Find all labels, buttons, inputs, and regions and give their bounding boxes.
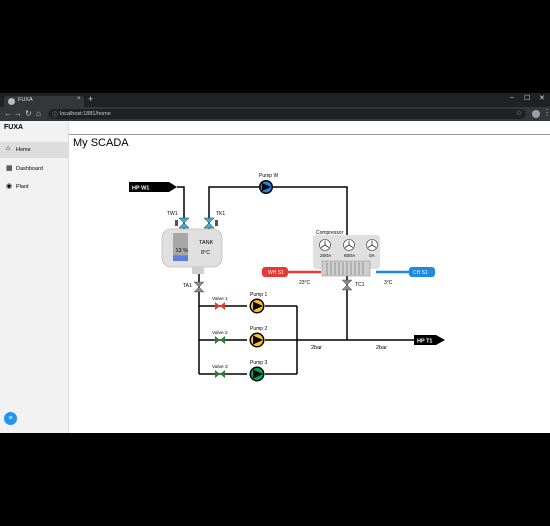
fan2-amp: 600A xyxy=(344,253,356,259)
valve1-label: Valve 1 xyxy=(212,296,228,302)
pump-w-label: Pump W xyxy=(259,173,278,179)
tank xyxy=(161,228,223,274)
ch-s1-tag xyxy=(409,267,435,277)
browser-menu-icon[interactable]: ⋮ xyxy=(543,108,550,117)
url-text[interactable]: localhost:1881/home xyxy=(60,111,111,117)
pressure2-label: 2bar xyxy=(376,345,387,351)
pump3[interactable] xyxy=(249,366,265,382)
favicon-icon xyxy=(8,98,15,105)
close-window-icon[interactable]: ✕ xyxy=(539,95,545,102)
pipe-pumpw-compressor xyxy=(273,186,348,238)
pump-w[interactable] xyxy=(259,180,273,194)
tab-bar: FUXA × + – ☐ ✕ xyxy=(0,93,550,107)
tab-close-icon[interactable]: × xyxy=(77,96,81,102)
new-tab-button[interactable]: + xyxy=(88,94,94,104)
valve1[interactable] xyxy=(215,302,225,310)
valve3[interactable] xyxy=(215,370,225,378)
hp-t1-tag xyxy=(414,335,445,345)
page-title: My SCADA xyxy=(73,137,129,149)
forward-icon[interactable]: → xyxy=(14,109,22,118)
valve3-label: Valve 3 xyxy=(212,364,228,370)
url-bar[interactable]: ⓘ localhost:1881/home ☆ xyxy=(48,109,526,119)
valve2[interactable] xyxy=(215,336,225,344)
wh-s1-tag xyxy=(262,267,288,277)
ta1-label: TA1 xyxy=(183,283,192,289)
main-view: My SCADA xyxy=(69,121,550,433)
sidebar-item-label: Dashboard xyxy=(16,166,43,172)
compressor xyxy=(313,235,380,277)
home-icon: ⌂ xyxy=(6,145,11,152)
ta1-valve[interactable] xyxy=(193,281,205,293)
header-divider xyxy=(69,134,550,135)
fuxa-app: FUXA ⌂ Home ▦ Dashboard ◉ Plant ≡ My SCA… xyxy=(0,121,550,433)
tank-temp-label: 8°C xyxy=(201,250,210,256)
fan1-icon xyxy=(319,239,331,251)
pipe-tk1-pumpw xyxy=(208,186,259,231)
sidebar-item-label: Plant xyxy=(16,184,29,190)
pump1-label: Pump 1 xyxy=(250,292,267,298)
compressor-label: Compressor xyxy=(316,230,344,236)
tab-title: FUXA xyxy=(18,97,33,103)
sidebar-item-dashboard[interactable]: ▦ Dashboard xyxy=(0,161,68,177)
tk1-label: TK1 xyxy=(216,211,225,217)
cold-temp-label: 3°C xyxy=(384,280,393,286)
pressure1-label: 2bar xyxy=(311,345,322,351)
pump3-label: Pump 3 xyxy=(250,360,267,366)
sidebar: FUXA ⌂ Home ▦ Dashboard ◉ Plant ≡ xyxy=(0,121,69,433)
plant-icon: ◉ xyxy=(6,183,13,190)
tw1-label: TW1 xyxy=(167,211,178,217)
sidebar-item-plant[interactable]: ◉ Plant xyxy=(0,179,68,195)
fan2-icon xyxy=(343,239,355,251)
tc1-valve[interactable] xyxy=(341,279,353,291)
fan1-amp: 200A xyxy=(320,253,332,259)
hp-w1-tag xyxy=(129,182,177,192)
tw1-valve[interactable] xyxy=(175,217,190,229)
menu-fab-button[interactable]: ≡ xyxy=(4,412,17,425)
sidebar-item-home[interactable]: ⌂ Home xyxy=(0,142,68,158)
bookmark-star-icon[interactable]: ☆ xyxy=(515,110,522,117)
tank-level-fill xyxy=(173,255,188,261)
address-toolbar: ← → ↻ ⌂ ⓘ localhost:1881/home ☆ ⋮ xyxy=(0,107,550,121)
scada-diagram: HP W1 HP T1 TW1 TK1 Pump W xyxy=(129,173,445,382)
hp-t1-label: HP T1 xyxy=(417,339,433,345)
hp-w1-label: HP W1 xyxy=(132,186,149,192)
browser-window: FUXA × + – ☐ ✕ ← → ↻ ⌂ ⓘ localhost:1881/… xyxy=(0,93,550,433)
browser-tab[interactable]: FUXA × xyxy=(4,96,84,107)
pump2[interactable] xyxy=(249,332,265,348)
fan3-icon xyxy=(366,239,378,251)
hot-temp-label: 23°C xyxy=(299,280,311,286)
tank-level-label: 13 % xyxy=(176,248,189,254)
ch-s1-label: CH S1 xyxy=(413,270,428,276)
dashboard-icon: ▦ xyxy=(6,165,13,172)
tc1-label: TC1 xyxy=(355,282,365,288)
home-nav-icon[interactable]: ⌂ xyxy=(36,109,41,118)
valve2-label: Valve 2 xyxy=(212,330,228,336)
fan3-amp: 0A xyxy=(369,253,376,259)
tk1-valve[interactable] xyxy=(203,217,218,229)
site-info-icon[interactable]: ⓘ xyxy=(52,113,59,119)
tank-gauge xyxy=(173,233,188,261)
reload-icon[interactable]: ↻ xyxy=(25,109,32,118)
pump1[interactable] xyxy=(249,298,265,314)
tank-outlet xyxy=(192,267,204,274)
pump2-label: Pump 2 xyxy=(250,326,267,332)
sidebar-item-label: Home xyxy=(16,147,31,153)
profile-avatar[interactable] xyxy=(532,110,540,118)
back-icon[interactable]: ← xyxy=(4,109,12,118)
wh-s1-label: WH S1 xyxy=(268,270,284,276)
tank-label: TANK xyxy=(199,240,214,246)
app-title: FUXA xyxy=(4,124,24,131)
minimize-icon[interactable]: – xyxy=(510,94,514,101)
maximize-icon[interactable]: ☐ xyxy=(524,95,531,102)
